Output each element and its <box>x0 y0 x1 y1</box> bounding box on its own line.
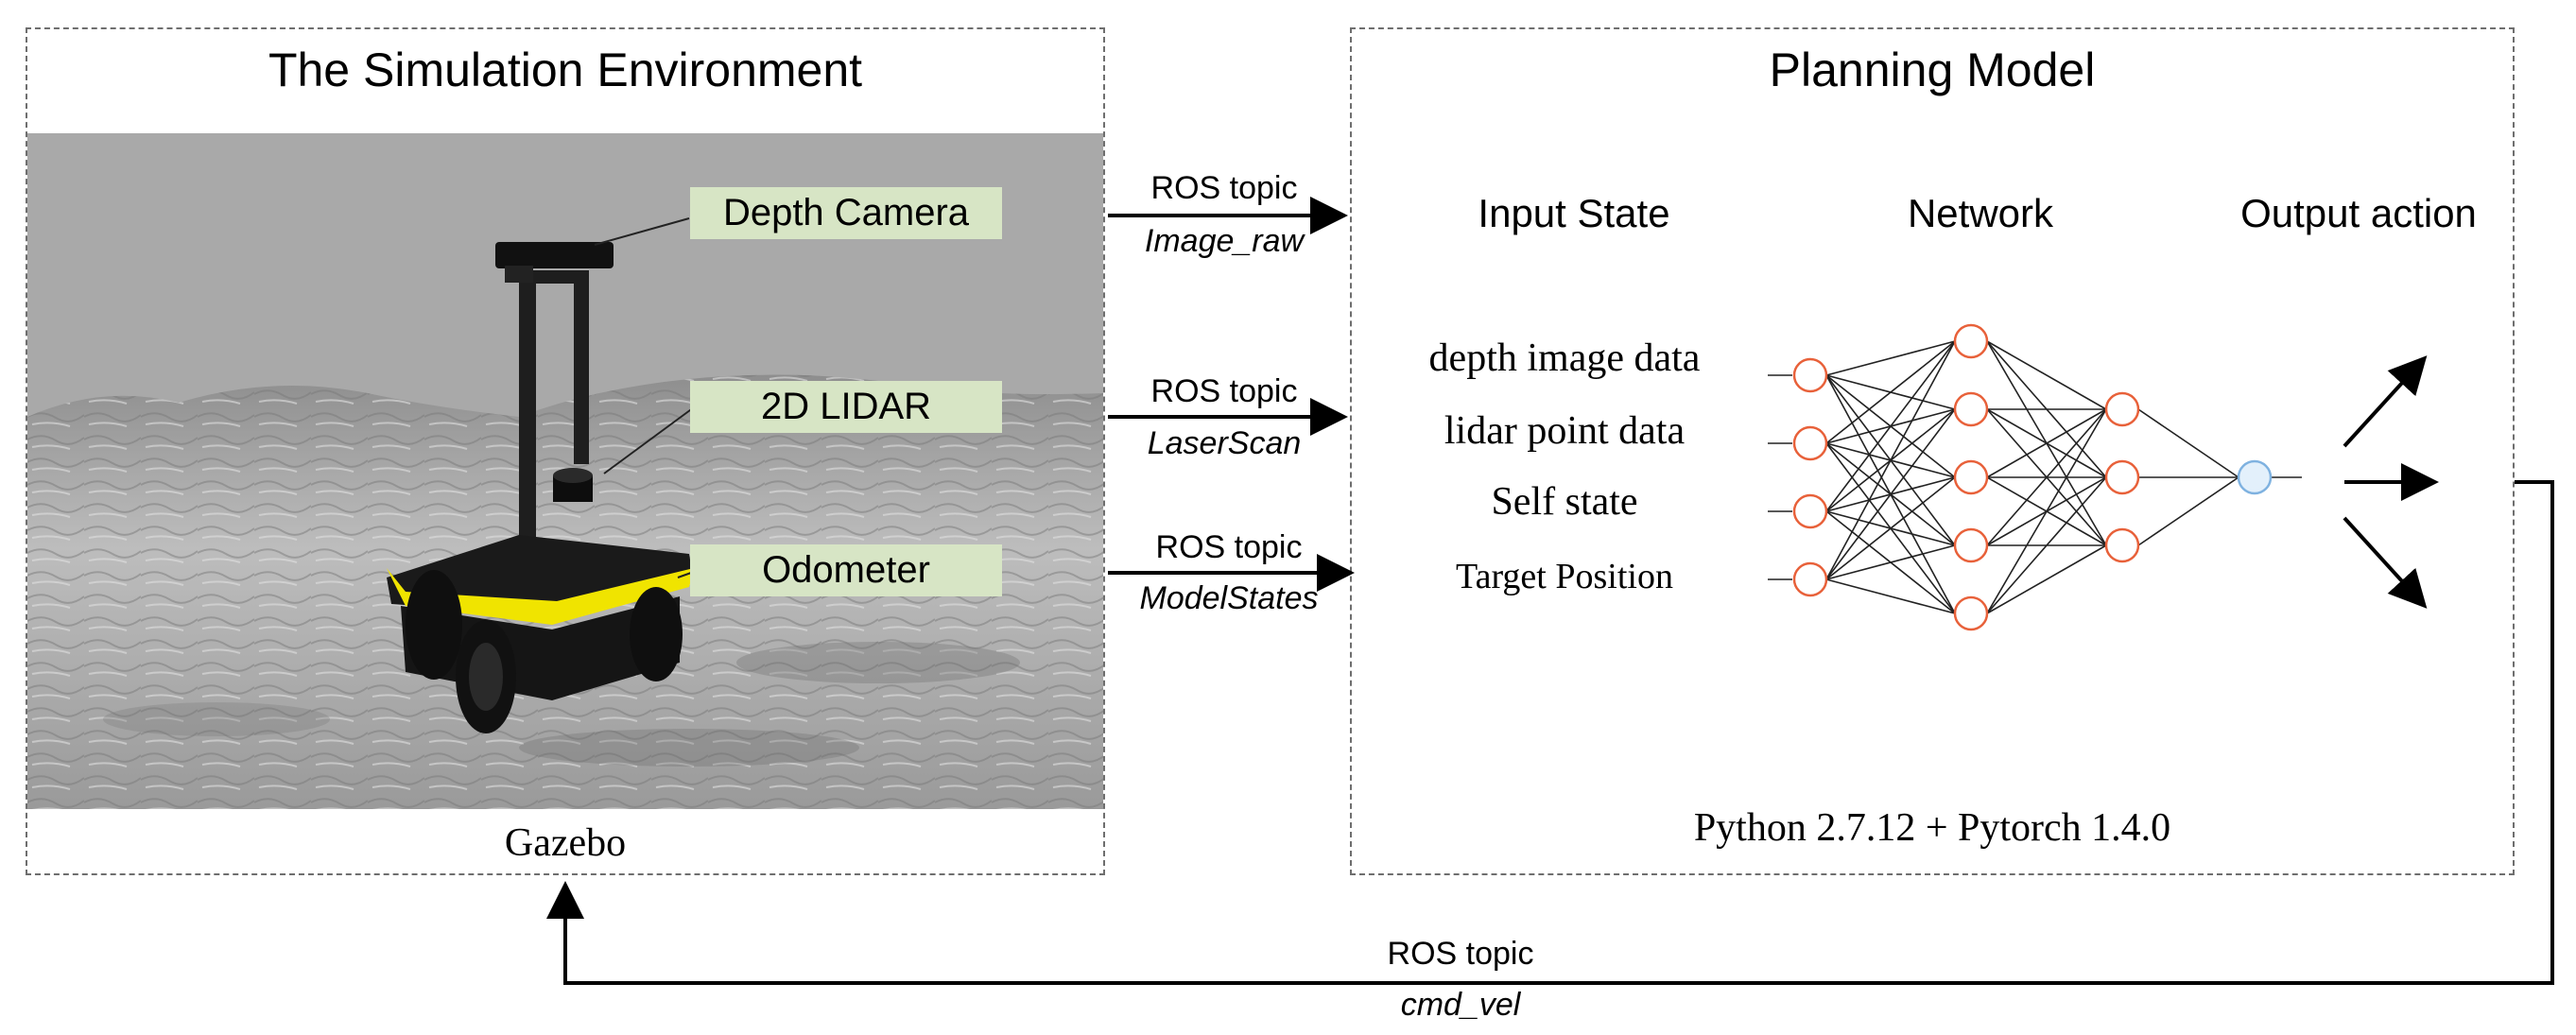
network-node <box>2104 527 2140 563</box>
network-node <box>1953 391 1989 427</box>
network-node <box>1953 527 1989 563</box>
network-node <box>1953 595 1989 631</box>
simulation-title: The Simulation Environment <box>268 43 863 96</box>
simulation-footer: Gazebo <box>504 821 627 865</box>
network-node <box>1792 561 1828 597</box>
planning-panel <box>1350 27 2515 875</box>
network-connection <box>1825 544 1956 580</box>
topic-label-laserscan: ROS topic <box>1150 373 1298 409</box>
network-connection <box>1986 340 2107 410</box>
output-action-arrows <box>2343 355 2439 609</box>
network-connection <box>1825 340 1956 512</box>
network-connection <box>1825 340 1956 580</box>
planning-title: Planning Model <box>1769 43 2096 96</box>
output-arrow-up <box>2343 355 2428 448</box>
network-connection <box>1986 408 2107 546</box>
input-self-state: Self state <box>1491 480 1638 524</box>
topic-name-image-raw: Image_raw <box>1144 223 1305 259</box>
network-connection <box>1825 476 1956 580</box>
sensor-label-lidar: 2D LIDAR <box>690 381 1002 433</box>
network-connection <box>2137 408 2239 478</box>
topic-label-modelstates: ROS topic <box>1155 529 1303 565</box>
topic-name-modelstates: ModelStates <box>1139 580 1319 616</box>
gazebo-scene <box>27 133 1103 809</box>
input-lidar-points: lidar point data <box>1444 409 1686 453</box>
network-connection <box>1825 578 1956 614</box>
column-output-action: Output action <box>2240 191 2477 235</box>
arrow-cmd-vel <box>546 480 2554 985</box>
topic-name-laserscan: LaserScan <box>1147 425 1302 461</box>
network-connection <box>1986 476 2107 614</box>
output-arrow-down <box>2343 516 2428 609</box>
column-input-state: Input State <box>1478 191 1670 235</box>
planning-footer: Python 2.7.12 + Pytorch 1.4.0 <box>1693 806 2171 850</box>
network-connection <box>1825 340 1956 444</box>
network-connection <box>1986 544 2107 614</box>
depth-camera-icon <box>495 242 614 268</box>
topic-name-cmd-vel: cmd_vel <box>1400 987 1521 1023</box>
topic-label-image-raw: ROS topic <box>1150 170 1298 206</box>
network-connection <box>1825 340 1956 376</box>
network-node <box>2104 391 2140 427</box>
column-network: Network <box>1907 191 2054 235</box>
simulation-panel <box>26 27 1105 875</box>
sensor-label-odometer: Odometer <box>690 544 1002 596</box>
network-connection <box>1986 408 2107 614</box>
robot <box>387 242 694 733</box>
output-node <box>2237 459 2273 495</box>
network-connection <box>2137 476 2239 546</box>
network-node <box>1792 357 1828 393</box>
network-node <box>1953 459 1989 495</box>
network-node <box>1792 425 1828 461</box>
input-depth-image: depth image data <box>1428 336 1701 380</box>
lidar-icon <box>553 475 593 502</box>
network-node <box>1953 323 1989 359</box>
network-connection <box>1986 408 2107 478</box>
neural-network <box>1768 323 2302 631</box>
sensor-label-depth-camera: Depth Camera <box>690 187 1002 239</box>
network-connection <box>1825 408 1956 580</box>
input-target-position: Target Position <box>1456 557 1673 596</box>
network-node <box>1792 493 1828 529</box>
robot-yellow-trim <box>387 568 694 625</box>
network-node <box>2104 459 2140 495</box>
topic-label-cmd-vel: ROS topic <box>1387 936 1534 972</box>
